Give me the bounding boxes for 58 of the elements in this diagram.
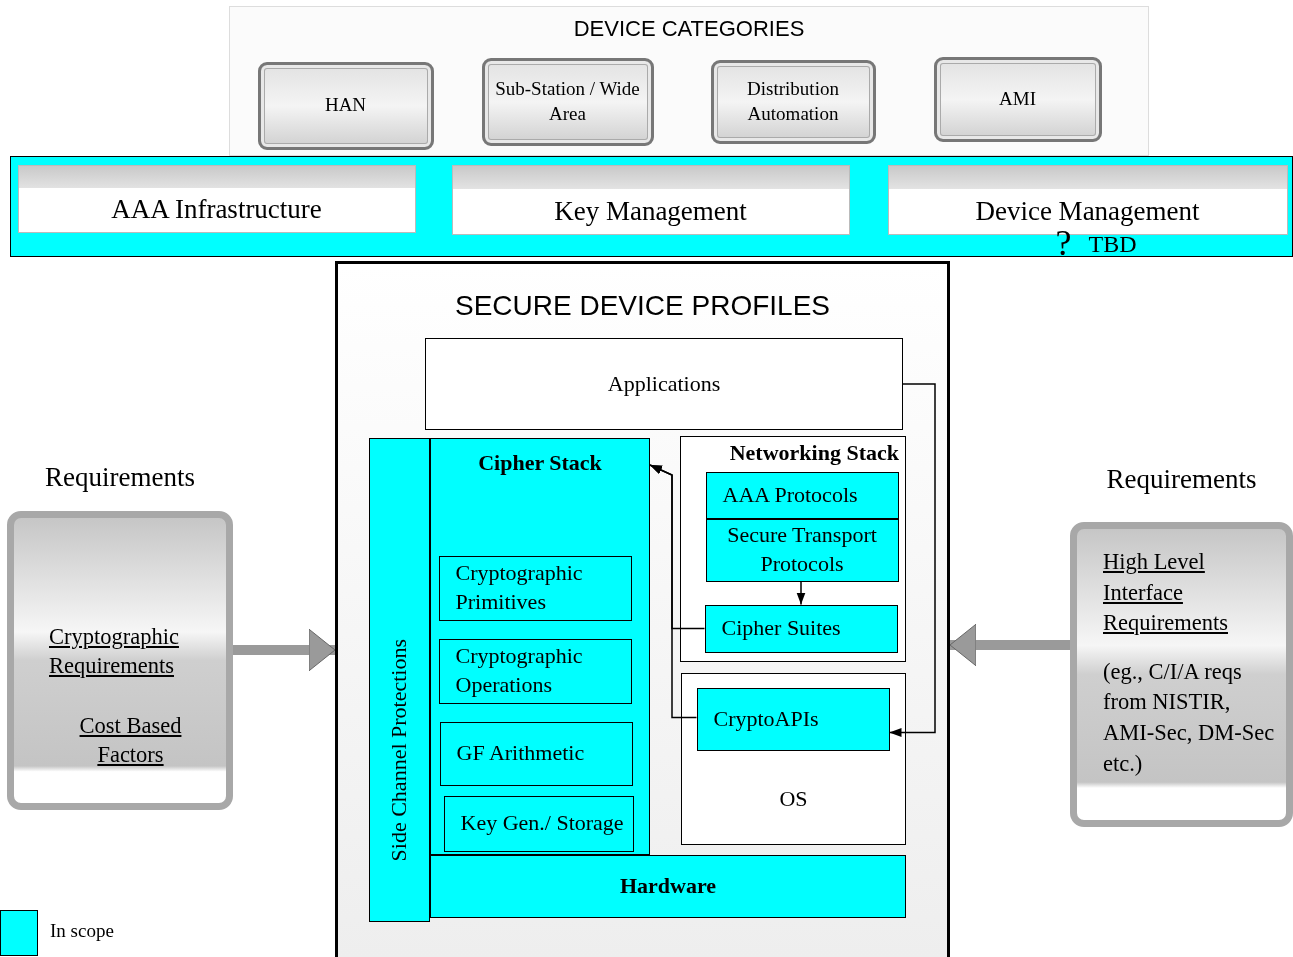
os-box <box>681 673 906 845</box>
service-tab <box>451 164 850 235</box>
component-box <box>438 555 632 621</box>
arrow <box>796 580 806 606</box>
box-label: Distribution Automation <box>746 76 840 126</box>
stack-title: Networking Stack <box>729 439 899 467</box>
stack-title: Cipher Stack <box>478 449 602 477</box>
block-arrow <box>949 623 1070 667</box>
note-label: TBD <box>1088 231 1137 256</box>
requirement-link: Cryptographic Requirements <box>49 623 180 681</box>
box-label: Cipher Suites <box>721 614 841 643</box>
box-label: OS <box>779 785 808 814</box>
api-box <box>696 687 890 751</box>
box-label: Cryptographic Operations <box>455 642 584 699</box>
component-box <box>443 795 634 852</box>
box-label: Sub-Station / Wide Area <box>494 76 641 126</box>
protocol-box <box>704 604 898 653</box>
box-label: Secure Transport Protocols <box>726 521 878 578</box>
arrow <box>649 464 698 719</box>
box-label: AMI <box>999 86 1036 111</box>
section-heading: Requirements <box>44 461 196 494</box>
category-panel <box>229 6 1149 156</box>
arrow <box>888 383 936 737</box>
component-box <box>439 721 633 786</box>
service-tab <box>17 164 416 233</box>
category-box <box>710 59 876 144</box>
component-box <box>438 638 632 704</box>
side-channel-bar <box>369 438 430 922</box>
box-label: Key Management <box>554 195 747 229</box>
category-box <box>933 56 1102 142</box>
networking-stack-box <box>680 436 906 662</box>
category-box <box>257 61 434 150</box>
section-heading: Requirements <box>1105 463 1258 496</box>
block-arrow <box>233 628 336 672</box>
box-label: AAA Infrastructure <box>111 193 322 227</box>
box-label: Cryptographic Primitives <box>455 559 584 616</box>
box-label: Hardware <box>619 872 717 901</box>
category-box <box>481 57 654 146</box>
requirement-link: High Level Interface Requirements <box>1103 548 1229 638</box>
panel-title: DEVICE CATEGORIES <box>573 15 805 43</box>
box-label: AAA Protocols <box>722 480 858 509</box>
infrastructure-band <box>10 156 1293 257</box>
box-label: HAN <box>324 93 367 118</box>
frame-title: SECURE DEVICE PROFILES <box>455 289 830 323</box>
box-label: Side Channel Protections <box>385 638 413 861</box>
box-label: Applications <box>607 369 721 398</box>
protocol-box <box>705 518 899 582</box>
box-label: GF Arithmetic <box>456 739 585 768</box>
protocol-box <box>705 471 899 519</box>
box-label: CryptoAPIs <box>713 704 819 733</box>
requirement-note: (eg., C/I/A reqs from NISTIR, AMI-Sec, DM-Sec etc.) <box>1103 657 1276 778</box>
requirement-link: Cost Based Factors <box>78 711 183 769</box>
hardware-box <box>430 855 906 918</box>
box-label: Key Gen./ Storage <box>460 809 624 838</box>
legend-label: In scope <box>50 920 114 942</box>
profiles-frame <box>335 261 950 957</box>
applications-box <box>425 338 903 430</box>
cipher-stack-box <box>430 438 650 855</box>
